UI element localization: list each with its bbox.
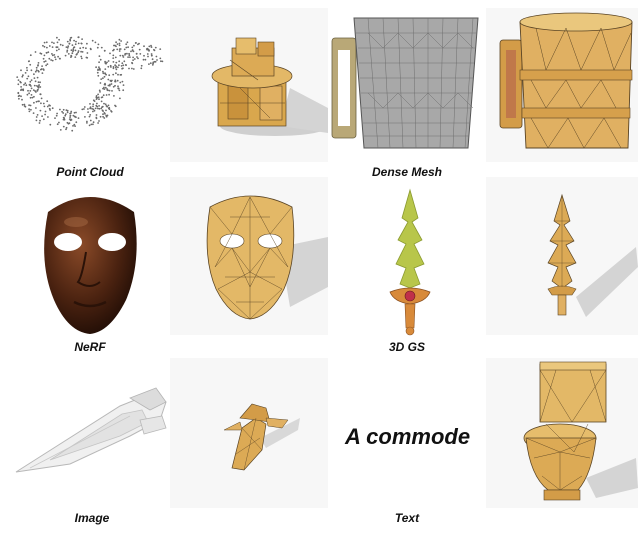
dense-mesh-output-mesh xyxy=(486,8,638,162)
caption-image: Image xyxy=(74,511,110,525)
gaussian-splat-input xyxy=(370,188,450,338)
image-output-mesh xyxy=(170,358,328,508)
text-prompt: A commode xyxy=(345,424,471,449)
caption-nerf: NeRF xyxy=(74,340,106,354)
text-output-mesh xyxy=(486,358,638,508)
dense-mesh-input xyxy=(328,8,486,162)
caption-dense-mesh: Dense Mesh xyxy=(371,165,443,179)
point-cloud-output-mesh xyxy=(170,8,328,162)
gaussian-splat-output-mesh xyxy=(486,177,638,335)
nerf-output-mesh xyxy=(170,177,328,335)
image-input xyxy=(10,380,170,480)
nerf-input xyxy=(30,182,150,342)
point-cloud-scatter xyxy=(16,36,164,132)
caption-point-cloud: Point Cloud xyxy=(56,165,124,179)
caption-3d-gs: 3D GS xyxy=(388,340,425,354)
caption-text: Text xyxy=(394,511,420,525)
point-cloud-input xyxy=(8,18,166,138)
